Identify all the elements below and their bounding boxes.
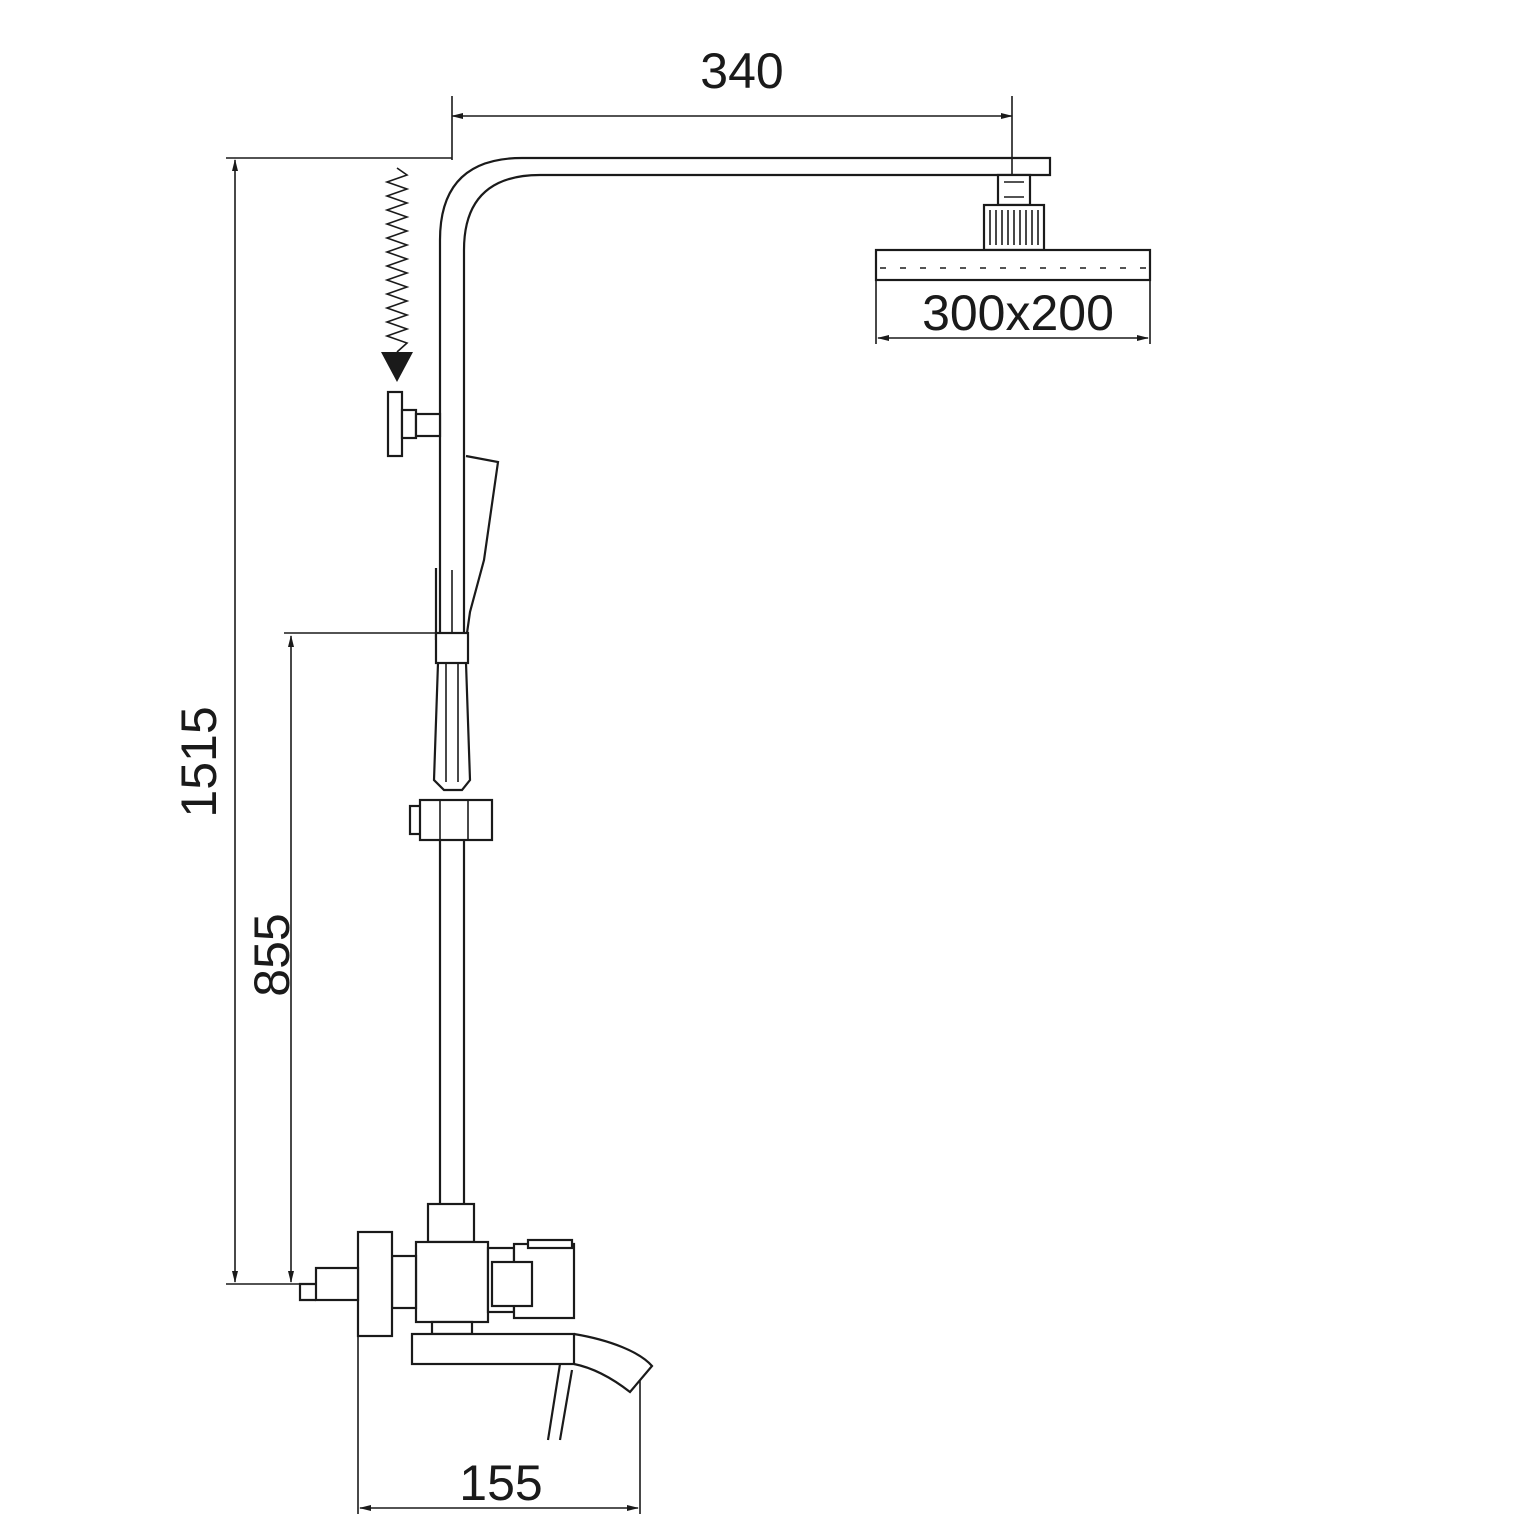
shower-head-size-label: 300x200 <box>922 285 1114 341</box>
dimension-total-height-label: 1515 <box>171 706 227 817</box>
lower-riser <box>438 840 466 1204</box>
dimension-mid-height-label: 855 <box>244 913 300 996</box>
dimension-bottom-width: 155 <box>357 1330 641 1514</box>
diverter-knob <box>386 390 442 458</box>
riser-pipe <box>438 156 1052 640</box>
dimension-top-width-label: 340 <box>700 43 783 99</box>
down-arrow-icon <box>381 352 413 382</box>
holder-collar <box>432 631 472 792</box>
hose-spring <box>381 167 413 382</box>
dimension-total-height: 1515 <box>171 157 452 1285</box>
dimension-top-width: 340 <box>451 43 1013 178</box>
slide-bracket <box>408 798 494 842</box>
shower-head: 300x200 <box>874 173 1152 344</box>
bath-spout <box>546 1332 654 1441</box>
mixer-body <box>298 1202 576 1366</box>
hand-shower <box>434 454 500 641</box>
dimension-mid-height: 855 <box>244 632 440 1283</box>
dimension-bottom-width-label: 155 <box>459 1455 542 1511</box>
